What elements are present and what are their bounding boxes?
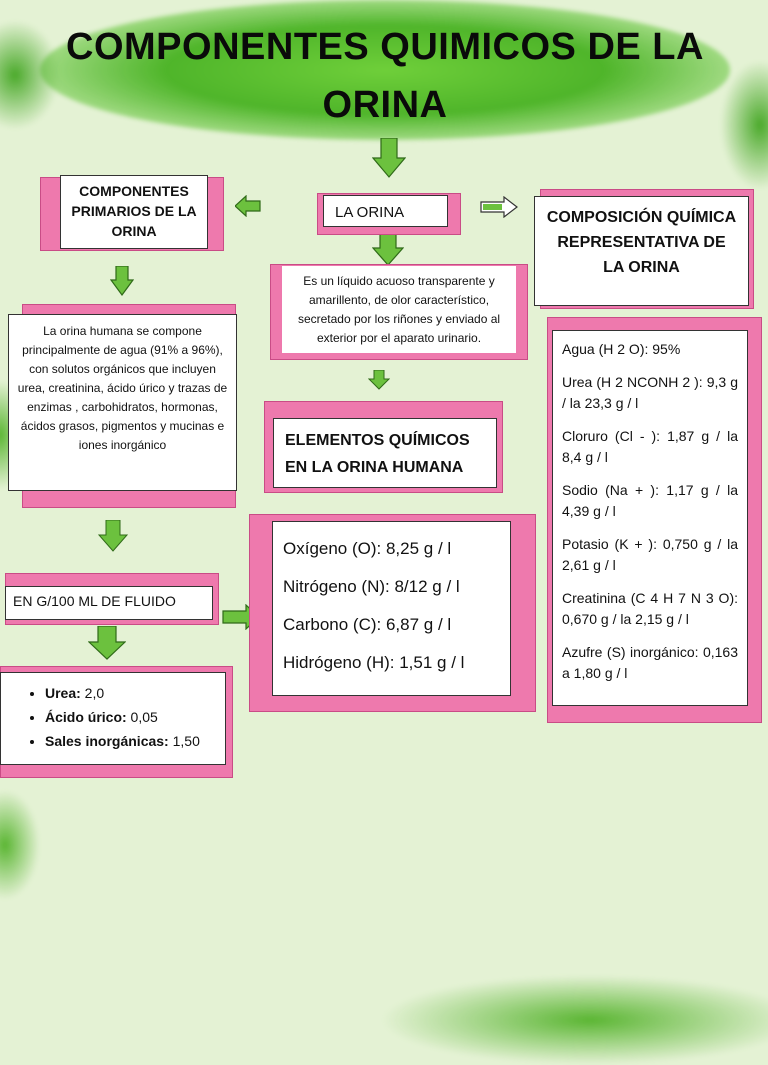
- composicion-item: Potasio (K + ): 0,750 g / la 2,61 g / l: [562, 534, 738, 576]
- descripcion-box: Es un líquido acuoso transparente y amar…: [282, 266, 516, 353]
- arrow-down-icon: [88, 626, 126, 660]
- fluido-item: Urea: 2,0: [45, 681, 225, 705]
- primarios-texto: La orina humana se compone principalment…: [18, 324, 227, 452]
- elementos-label: ELEMENTOS QUÍMICOS EN LA ORINA HUMANA: [285, 432, 470, 476]
- fluido-item-name: Sales inorgánicas:: [45, 733, 169, 749]
- orina-label: LA ORINA: [335, 204, 404, 221]
- fluido-item-name: Urea:: [45, 685, 81, 701]
- composicion-box: COMPOSICIÓN QUÍMICA REPRESENTATIVA DE LA…: [534, 196, 749, 306]
- arrow-down-icon: [368, 370, 390, 390]
- elementos-lista-box: Oxígeno (O): 8,25 g / l Nitrógeno (N): 8…: [272, 521, 511, 696]
- green-splash-bottom: [380, 975, 768, 1065]
- composicion-item: Azufre (S) inorgánico: 0,163 a 1,80 g / …: [562, 642, 738, 684]
- primarios-label: COMPONENTES PRIMARIOS DE LA ORINA: [71, 183, 196, 239]
- fluido-item-value: 1,50: [169, 733, 200, 749]
- composicion-item: Creatinina (C 4 H 7 N 3 O): 0,670 g / la…: [562, 588, 738, 630]
- primarios-texto-box: La orina humana se compone principalment…: [8, 314, 237, 491]
- arrow-right-icon: [480, 196, 518, 218]
- elemento-item: Nitrógeno (N): 8/12 g / l: [283, 568, 510, 606]
- elemento-item: Carbono (C): 6,87 g / l: [283, 606, 510, 644]
- fluido-label: EN G/100 ML DE FLUIDO: [13, 593, 176, 609]
- fluido-item: Sales inorgánicas: 1,50: [45, 729, 225, 753]
- arrow-down-icon: [98, 520, 128, 552]
- orina-box: LA ORINA: [323, 195, 448, 227]
- fluido-lista-box: Urea: 2,0 Ácido úrico: 0,05 Sales inorgá…: [0, 672, 226, 765]
- arrow-down-icon: [372, 232, 404, 266]
- composicion-item: Urea (H 2 NCONH 2 ): 9,3 g / la 23,3 g /…: [562, 372, 738, 414]
- arrow-down-icon: [372, 138, 406, 178]
- composicion-item: Sodio (Na + ): 1,17 g / la 4,39 g / l: [562, 480, 738, 522]
- green-splash-left-bottom: [0, 790, 40, 900]
- arrow-left-icon: [235, 195, 261, 217]
- fluido-item: Ácido úrico: 0,05: [45, 705, 225, 729]
- primarios-box: COMPONENTES PRIMARIOS DE LA ORINA: [60, 175, 208, 249]
- fluido-item-name: Ácido úrico:: [45, 709, 127, 725]
- composicion-item: Cloruro (Cl - ): 1,87 g / la 8,4 g / l: [562, 426, 738, 468]
- elemento-item: Oxígeno (O): 8,25 g / l: [283, 530, 510, 568]
- descripcion-text: Es un líquido acuoso transparente y amar…: [298, 274, 500, 345]
- fluido-list: Urea: 2,0 Ácido úrico: 0,05 Sales inorgá…: [23, 681, 225, 753]
- arrow-down-icon: [110, 266, 134, 296]
- fluido-item-value: 2,0: [81, 685, 104, 701]
- fluido-box: EN G/100 ML DE FLUIDO: [5, 586, 213, 620]
- composicion-label: COMPOSICIÓN QUÍMICA REPRESENTATIVA DE LA…: [547, 209, 736, 276]
- composicion-item: Agua (H 2 O): 95%: [562, 339, 738, 360]
- page-title: COMPONENTES QUIMICOS DE LA ORINA: [40, 18, 730, 134]
- composicion-lista-box: Agua (H 2 O): 95% Urea (H 2 NCONH 2 ): 9…: [552, 330, 748, 706]
- elemento-item: Hidrógeno (H): 1,51 g / l: [283, 644, 510, 682]
- fluido-item-value: 0,05: [127, 709, 158, 725]
- elementos-box: ELEMENTOS QUÍMICOS EN LA ORINA HUMANA: [273, 418, 497, 488]
